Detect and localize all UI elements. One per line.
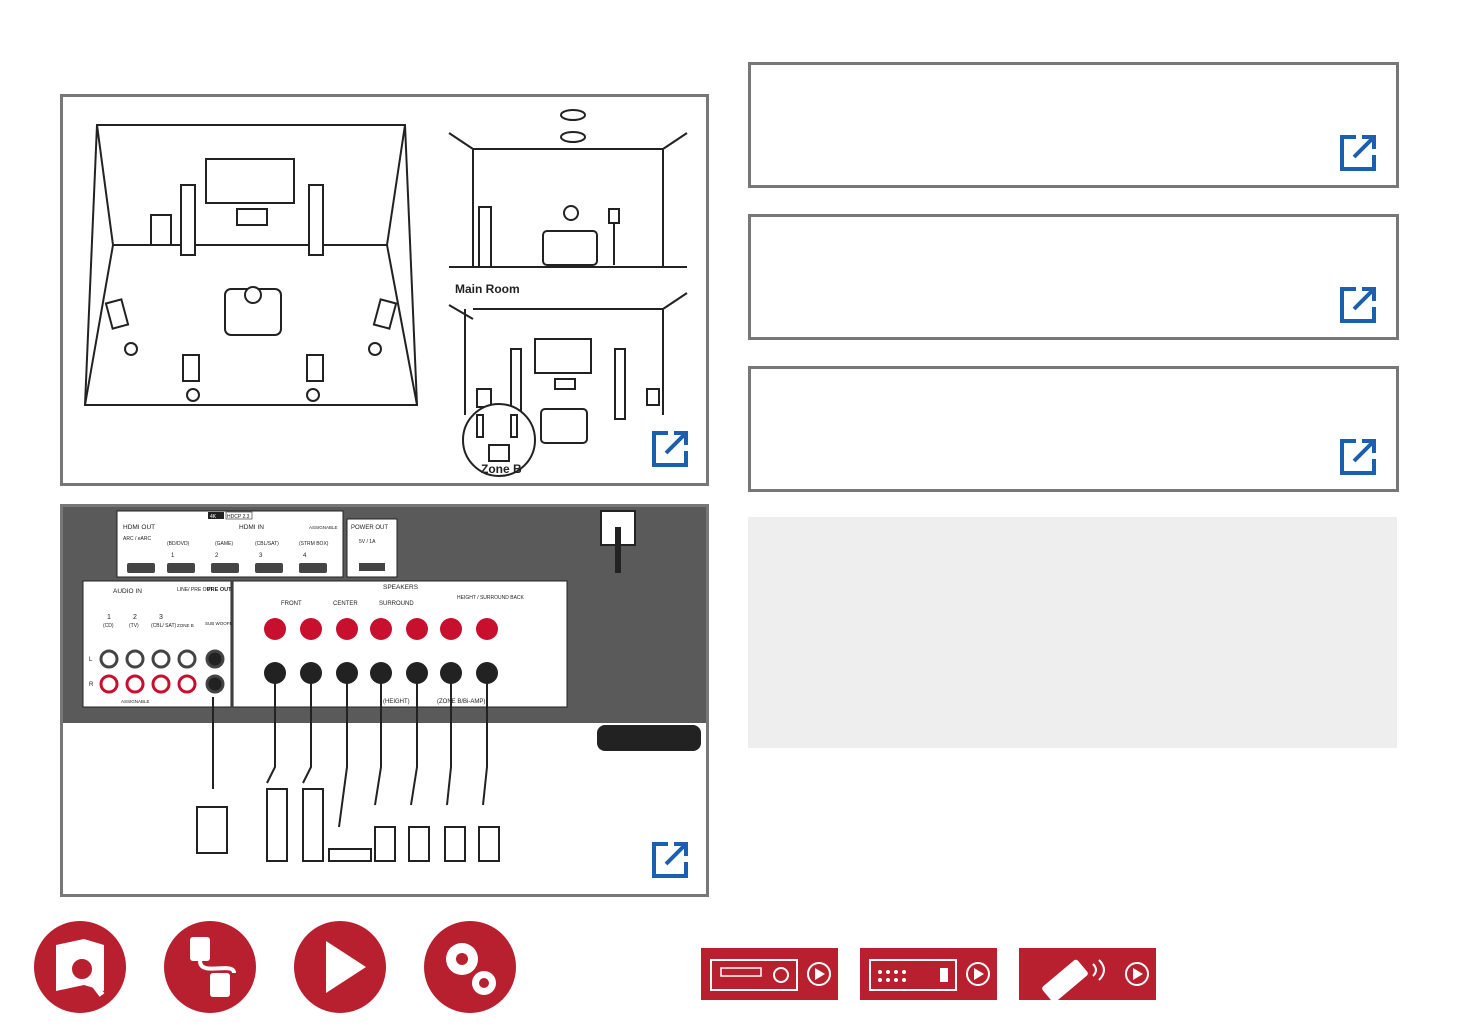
settings-gears-icon — [446, 943, 496, 995]
hdmi-input-1: (BD/DVD) 1 — [167, 541, 195, 573]
external-link-icon[interactable] — [648, 838, 692, 882]
power-out-label: POWER OUT — [351, 525, 388, 531]
link-box-2[interactable] — [748, 214, 1399, 340]
receiver-front-icon — [710, 959, 831, 991]
svg-text:5V / 1A: 5V / 1A — [359, 539, 376, 545]
svg-text:ASSIGNABLE: ASSIGNABLE — [121, 699, 150, 704]
link-box-1[interactable] — [748, 62, 1399, 188]
svg-text:(STRM BOX): (STRM BOX) — [299, 541, 329, 547]
svg-text:4: 4 — [303, 553, 307, 559]
zone-b-label: Zone B — [481, 462, 522, 476]
contents-manual-icon — [56, 939, 105, 997]
side-view-room — [448, 109, 688, 268]
main-room-perspective — [83, 124, 419, 406]
receiver-rear-icon — [869, 959, 990, 991]
speaker-icons — [196, 788, 500, 862]
external-link-icon[interactable] — [1336, 283, 1380, 327]
playback-nav-button[interactable] — [294, 921, 386, 1013]
svg-text:PRE OUT: PRE OUT — [207, 587, 232, 593]
playback-icon — [326, 941, 366, 993]
svg-text:(HEIGHT): (HEIGHT) — [383, 699, 410, 705]
remote-control-button[interactable] — [1019, 948, 1156, 1000]
svg-text:FRONT: FRONT — [281, 601, 302, 607]
rear-panel-button[interactable] — [860, 948, 997, 1000]
hdmi-out-port — [127, 563, 155, 573]
speaker-layout-illustration: Main Room Zone B — [60, 94, 709, 486]
hdmi-input-4: (STRM BOX) 4 — [299, 541, 329, 573]
svg-text:3: 3 — [159, 614, 163, 621]
svg-text:1: 1 — [171, 553, 175, 559]
external-link-icon[interactable] — [648, 427, 692, 471]
svg-text:CENTER: CENTER — [333, 601, 358, 607]
subwoofer-jack-1 — [205, 674, 225, 694]
svg-text:3: 3 — [259, 553, 263, 559]
main-room-label: Main Room — [455, 282, 520, 296]
rear-panel-connection-diagram: 4K HDCP 2.3 HDMI OUT ARC / eARC HDMI IN … — [60, 504, 709, 897]
hdmi-input-3: (CBL/SAT) 3 — [255, 541, 283, 573]
main-room-front-view — [448, 292, 688, 477]
svg-text:(BD/DVD): (BD/DVD) — [167, 541, 190, 547]
front-panel-button[interactable] — [701, 948, 838, 1000]
svg-text:SURROUND: SURROUND — [379, 601, 414, 607]
svg-text:ASSIGNABLE: ASSIGNABLE — [309, 525, 338, 530]
external-link-icon[interactable] — [1336, 435, 1380, 479]
audio-in-jacks — [99, 649, 171, 694]
notes-box — [748, 517, 1397, 748]
hdmi-out-label: HDMI OUT — [123, 524, 155, 531]
svg-text:(CBL/SAT): (CBL/SAT) — [255, 541, 279, 547]
external-link-icon[interactable] — [1336, 131, 1380, 175]
svg-text:LINE/ PRE OUT: LINE/ PRE OUT — [177, 587, 213, 593]
svg-text:HEIGHT / SURROUND BACK: HEIGHT / SURROUND BACK — [457, 595, 525, 601]
svg-text:(ZONE B/Bi-AMP): (ZONE B/Bi-AMP) — [437, 699, 485, 705]
svg-text:SUB WOOFER: SUB WOOFER — [205, 621, 237, 626]
settings-nav-button[interactable] — [424, 921, 516, 1013]
contents-nav-button[interactable] — [34, 921, 126, 1013]
hdmi-in-label: HDMI IN — [239, 524, 264, 531]
svg-text:(CD): (CD) — [103, 623, 114, 629]
svg-text:R: R — [89, 682, 94, 688]
svg-text:HDCP 2.3: HDCP 2.3 — [227, 514, 250, 520]
svg-text:ZONE B: ZONE B — [177, 623, 194, 628]
svg-text:2: 2 — [133, 614, 137, 621]
svg-text:L: L — [89, 657, 93, 663]
speakers-label: SPEAKERS — [383, 584, 419, 591]
svg-text:2: 2 — [215, 553, 219, 559]
svg-text:4K: 4K — [210, 514, 217, 520]
svg-text:(TV): (TV) — [129, 623, 139, 629]
audio-in-label: AUDIO IN — [113, 588, 142, 595]
connections-cable-icon — [190, 937, 236, 997]
svg-text:(GAME): (GAME) — [215, 541, 233, 547]
svg-text:(CBL/ SAT): (CBL/ SAT) — [151, 623, 177, 629]
subwoofer-jack-2 — [205, 649, 225, 669]
connections-nav-button[interactable] — [164, 921, 256, 1013]
svg-text:1: 1 — [107, 614, 111, 621]
link-box-3[interactable] — [748, 366, 1399, 492]
svg-text:ARC / eARC: ARC / eARC — [123, 536, 151, 542]
remote-control-icon — [1042, 959, 1149, 1000]
hdmi-input-2: (GAME) 2 — [211, 541, 239, 573]
